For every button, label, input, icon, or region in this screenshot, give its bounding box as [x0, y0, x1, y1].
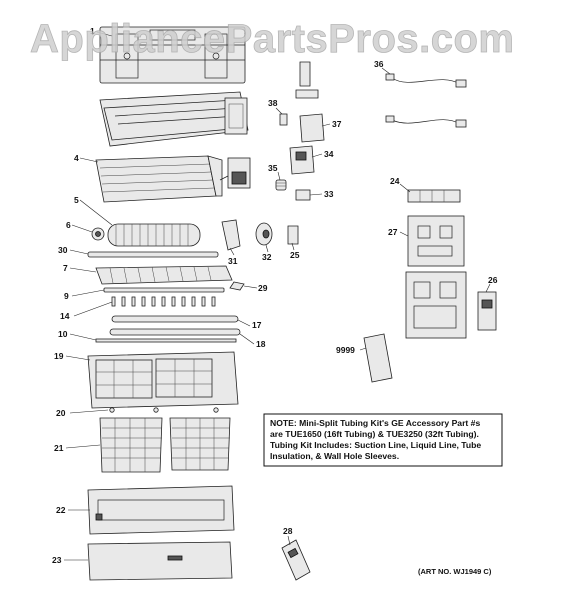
- callout-27: 27: [388, 227, 398, 237]
- part-20-screws[interactable]: [109, 407, 219, 413]
- part-37-cover[interactable]: [299, 113, 325, 143]
- chassis-assembly[interactable]: [99, 91, 249, 147]
- part-25-motor-cap[interactable]: [287, 225, 299, 245]
- part-5-blower-wheel[interactable]: [107, 223, 201, 247]
- callout-14: 14: [60, 311, 70, 321]
- callout-5: 5: [74, 195, 79, 205]
- callout-4: 4: [74, 153, 79, 163]
- part-19-front-frame[interactable]: [87, 351, 239, 409]
- callout-20: 20: [56, 408, 66, 418]
- leader-lines: [64, 31, 491, 561]
- callout-38: 38: [268, 98, 278, 108]
- part-24-terminal-strip[interactable]: [407, 189, 461, 203]
- callout-32: 32: [262, 252, 272, 262]
- note-line-1: NOTE: Mini-Split Tubing Kit's GE Accesso…: [270, 418, 480, 428]
- callout-9: 9: [64, 291, 69, 301]
- callout-22: 22: [56, 505, 66, 515]
- part-29-clip[interactable]: [229, 281, 245, 291]
- part-33-sensor[interactable]: [295, 189, 311, 201]
- callout-28: 28: [283, 526, 293, 536]
- callout-29: 29: [258, 283, 268, 293]
- part-27-control-board[interactable]: [407, 215, 465, 267]
- part-9-link-rod[interactable]: [103, 287, 225, 293]
- display-bracket[interactable]: [295, 61, 319, 99]
- callout-36: 36: [374, 59, 384, 69]
- callout-25: 25: [290, 250, 300, 260]
- fan-motor-housing[interactable]: [219, 157, 251, 189]
- callout-21: 21: [54, 443, 64, 453]
- part-7-louver-frame[interactable]: [95, 265, 233, 285]
- part-28-remote-control[interactable]: [281, 539, 311, 581]
- watermark-text: AppliancePartsPros.com: [30, 17, 515, 61]
- part-30-rod[interactable]: [87, 251, 219, 258]
- part-36-wire-harness[interactable]: [385, 73, 467, 128]
- part-10-shaft[interactable]: [95, 338, 237, 343]
- part-1-mounting-plate[interactable]: [99, 26, 246, 84]
- part-21-air-filters[interactable]: [99, 417, 231, 473]
- part-18-horizontal-louver[interactable]: [109, 328, 241, 336]
- callout-10: 10: [58, 329, 68, 339]
- part-17-horizontal-louver[interactable]: [111, 315, 239, 323]
- callout-37: 37: [332, 119, 342, 129]
- callout-30: 30: [58, 245, 68, 255]
- callout-labels: 1 4 5 6 30 7 9 14 10 17 18 19 20 21 22 2…: [52, 26, 498, 565]
- art-number: (ART NO. WJ1949 C): [418, 567, 492, 576]
- part-34-control-box[interactable]: [289, 145, 315, 175]
- callout-19: 19: [54, 351, 64, 361]
- callout-23: 23: [52, 555, 62, 565]
- callout-1: 1: [90, 26, 95, 36]
- part-23-cover-panel[interactable]: [87, 541, 233, 581]
- callout-24: 24: [390, 176, 400, 186]
- callout-17: 17: [252, 320, 262, 330]
- callout-34: 34: [324, 149, 334, 159]
- callout-9999: 9999: [336, 345, 355, 355]
- callout-35: 35: [268, 163, 278, 173]
- note-line-4: Insulation, & Wall Hole Sleeves.: [270, 451, 399, 461]
- callout-6: 6: [66, 220, 71, 230]
- part-38-clip[interactable]: [279, 113, 288, 126]
- part-9999-literature[interactable]: [363, 333, 393, 383]
- callout-33: 33: [324, 189, 334, 199]
- callout-7: 7: [63, 263, 68, 273]
- tubing-kit-note: NOTE: Mini-Split Tubing Kit's GE Accesso…: [263, 413, 503, 467]
- callout-18: 18: [256, 339, 266, 349]
- note-line-2: are TUE1650 (16ft Tubing) & TUE3250 (32f…: [270, 429, 479, 439]
- part-26-display-board[interactable]: [477, 291, 497, 331]
- part-6-bearing[interactable]: [91, 227, 105, 241]
- note-line-3: Tubing Kit Includes: Suction Line, Liqui…: [270, 440, 481, 450]
- part-32-fan-motor[interactable]: [255, 222, 273, 246]
- part-31-motor-mount[interactable]: [221, 219, 241, 251]
- part-22-front-panel[interactable]: [87, 485, 235, 535]
- part-14-vertical-vanes[interactable]: [111, 296, 216, 307]
- part-35-spring[interactable]: [275, 179, 287, 191]
- callout-31: 31: [228, 256, 238, 266]
- main-pcb-board[interactable]: [405, 271, 467, 339]
- callout-26: 26: [488, 275, 498, 285]
- part-4-evaporator[interactable]: [95, 155, 223, 203]
